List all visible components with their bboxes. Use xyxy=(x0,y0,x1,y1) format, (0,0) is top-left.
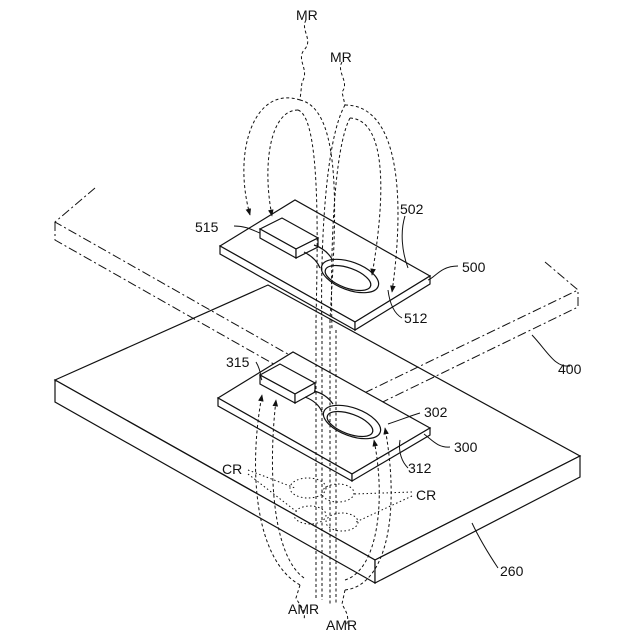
label-amr-right: AMR xyxy=(326,617,357,633)
label-amr-left: AMR xyxy=(288,601,319,617)
label-260: 260 xyxy=(500,563,524,579)
label-cr-left: CR xyxy=(222,461,242,477)
label-515: 515 xyxy=(195,219,219,235)
label-mr-top: MR xyxy=(296,7,318,23)
label-500: 500 xyxy=(462,259,486,275)
label-315: 315 xyxy=(226,354,250,370)
label-mr-mid: MR xyxy=(330,49,352,65)
label-312: 312 xyxy=(408,460,432,476)
label-502: 502 xyxy=(400,201,424,217)
label-cr-right: CR xyxy=(416,487,436,503)
label-400: 400 xyxy=(558,361,582,377)
label-512: 512 xyxy=(404,310,428,326)
label-302: 302 xyxy=(424,404,448,420)
label-300: 300 xyxy=(454,439,478,455)
